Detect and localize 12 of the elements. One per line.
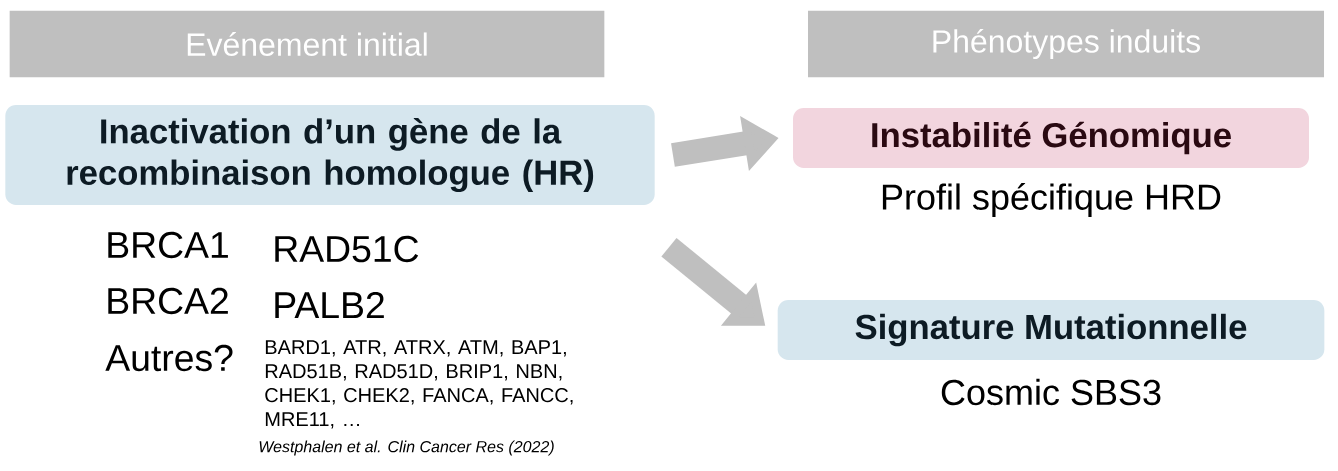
result-box: Signature Mutationnelle bbox=[777, 300, 1325, 360]
header-band: Phénotypes induits bbox=[808, 10, 1324, 78]
process-box: Inactivation d’un gène de la recombinaison homologue (HR) bbox=[5, 105, 655, 205]
row-label: Autres? bbox=[105, 344, 233, 372]
gene-name: BRCA2 bbox=[108, 287, 228, 315]
gene-name: PALB2 bbox=[275, 292, 384, 319]
node-caption: Cosmic SBS3 bbox=[941, 378, 1161, 406]
result-box: Instabilité Génomique bbox=[793, 108, 1309, 168]
gene-list: BARD1, ATR, ATRX, ATM, BAP1, RAD51B, RAD51D, BRIP1, NBN, CHEK1, CHEK2, FANCA, FANCC, MRE11, … bbox=[265, 340, 573, 429]
node-caption: Profil spécifique HRD bbox=[882, 183, 1221, 217]
header-band: Evénement initial bbox=[9, 10, 605, 78]
citation: Westphalen et al. Clin Cancer Res (2022) bbox=[259, 440, 554, 456]
